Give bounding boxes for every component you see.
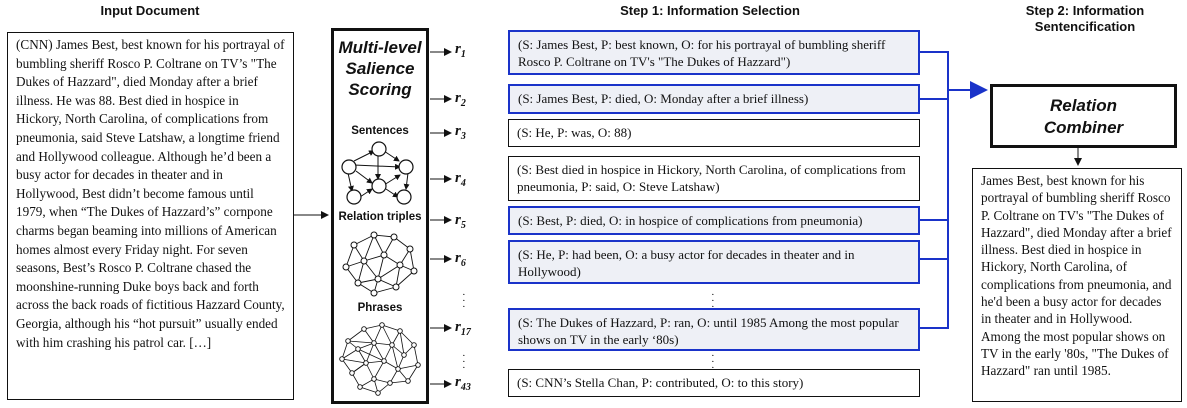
level-phrases-label: Phrases — [357, 302, 403, 314]
relation-r2: (S: James Best, P: died, O: Monday after… — [508, 84, 920, 114]
relation-label-r4: r4 — [455, 170, 466, 189]
blue-line-r5 — [920, 90, 949, 221]
relation-r5: (S: Best, P: died, O: in hospice of comp… — [508, 206, 920, 235]
header-step1: Step 1: Information Selection — [620, 3, 800, 18]
ellipsis-vertical-labels-1: ··· — [462, 289, 466, 313]
salience-scoring-box: Multi-level Salience Scoring Sentences R… — [331, 28, 429, 404]
phrases-graph-icon — [339, 322, 421, 396]
relation-r1: (S: James Best, P: best known, O: for hi… — [508, 30, 920, 75]
relation-label-r2: r2 — [455, 90, 466, 109]
relation-r6: (S: He, P: had been, O: a busy actor for… — [508, 240, 920, 284]
header-step2: Step 2: Information Sentencification — [985, 3, 1185, 35]
blue-line-r1 — [920, 51, 949, 90]
scoring-title-line2: Salience — [345, 59, 415, 78]
level-relation-triples-label: Relation triples — [338, 211, 422, 223]
input-document: (CNN) James Best, best known for his por… — [7, 32, 294, 400]
ellipsis-vertical-boxes-2: ··· — [711, 350, 715, 374]
relation-label-r5: r5 — [455, 212, 466, 231]
scoring-title: Multi-level Salience Scoring — [334, 37, 426, 100]
sentences-graph-icon — [341, 141, 414, 205]
relation-label-r1: r1 — [455, 41, 466, 60]
combiner-label-line2: Combiner — [1043, 118, 1124, 137]
relation-r3: (S: He, P: was, O: 88) — [508, 119, 920, 147]
output-summary: James Best, best known for his portrayal… — [972, 168, 1182, 402]
relation-combiner-box: Relation Combiner — [990, 84, 1177, 148]
blue-line-r17 — [920, 220, 949, 329]
ellipsis-vertical-labels-2: ··· — [462, 350, 466, 374]
header-step2-line2: Sentencification — [1034, 19, 1136, 34]
ellipsis-vertical-boxes-1: ··· — [711, 289, 715, 313]
scoring-title-line1: Multi-level — [338, 38, 422, 57]
relation-label-r43: r43 — [455, 374, 471, 393]
scoring-title-line3: Scoring — [348, 80, 412, 99]
header-step2-line1: Step 2: Information — [1025, 3, 1145, 18]
header-input-document: Input Document — [100, 3, 200, 18]
relation-r43: (S: CNN’s Stella Chan, P: contributed, O… — [508, 369, 920, 397]
relation-label-r3: r3 — [455, 123, 466, 142]
relation-r4: (S: Best died in hospice in Hickory, Nor… — [508, 156, 920, 201]
combiner-label-line1: Relation — [1049, 96, 1118, 115]
relation-r17: (S: The Dukes of Hazzard, P: ran, O: unt… — [508, 308, 920, 351]
relation-triples-graph-icon — [342, 231, 418, 297]
relation-label-r17: r17 — [455, 319, 471, 338]
relation-label-r6: r6 — [455, 250, 466, 269]
level-sentences-label: Sentences — [351, 125, 409, 137]
